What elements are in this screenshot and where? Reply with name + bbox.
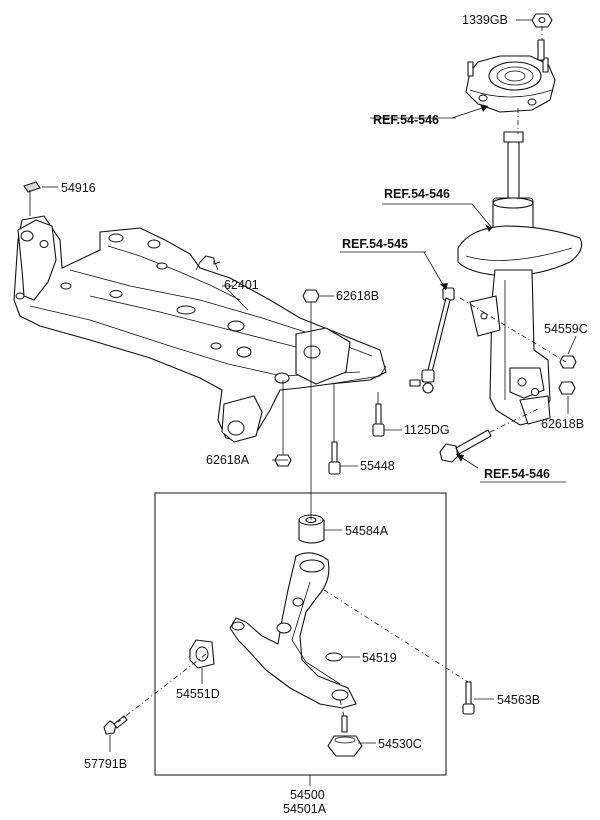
part-54916-icon <box>23 181 41 193</box>
label-54501a: 54501A <box>283 802 327 816</box>
label-54916: 54916 <box>61 181 96 195</box>
center-lines <box>117 26 567 723</box>
ref-strut-arrow-icon <box>485 224 492 232</box>
nut-62618b-top-icon <box>302 289 320 303</box>
ref-top-arrow-icon <box>480 104 488 112</box>
label-ref-link: REF.54-545 <box>342 237 408 251</box>
washer-54519-icon <box>325 652 343 662</box>
label-ref-strut: REF.54-546 <box>384 187 450 201</box>
label-54530c: 54530C <box>378 737 422 751</box>
ball-joint-54530c-icon <box>327 715 363 757</box>
label-ref-top: REF.54-546 <box>373 113 439 127</box>
leader-lines <box>29 19 577 786</box>
bolt-1125dg-icon <box>372 403 385 437</box>
bushing-54551d-icon <box>189 639 215 669</box>
ref-link-arrow-icon <box>440 283 448 290</box>
label-54519: 54519 <box>362 651 397 665</box>
label-54584a: 54584A <box>345 524 389 538</box>
label-ref-bolt: REF.54-546 <box>484 467 550 481</box>
label-54500: 54500 <box>290 788 325 802</box>
lower-control-arm <box>229 552 357 709</box>
stabilizer-link <box>409 287 455 394</box>
ref-bolt-arrow-icon <box>456 454 464 462</box>
label-1125dg: 1125DG <box>404 423 450 437</box>
part-labels: 1339GB REF.54-546 54916 REF.54-546 REF.5… <box>61 13 588 816</box>
nut-62618b-right-icon <box>558 381 576 395</box>
nut-62618a-icon <box>274 454 292 467</box>
lower-arm-assembly-box <box>154 492 447 776</box>
nut-54559c-icon <box>559 355 577 369</box>
bushing-54584a-icon <box>298 514 325 544</box>
label-62618b-right: 62618B <box>541 417 584 431</box>
label-57791b: 57791B <box>84 757 127 771</box>
bolt-55448-icon <box>328 441 341 475</box>
label-54551d: 54551D <box>176 687 220 701</box>
bolt-54563b-icon <box>462 681 475 715</box>
label-62618b-top: 62618B <box>336 289 379 303</box>
strut-assembly <box>439 131 583 463</box>
strut-bolt-icon <box>439 429 492 463</box>
label-54559c: 54559C <box>544 322 588 336</box>
label-55448: 55448 <box>360 459 395 473</box>
label-62618a: 62618A <box>206 453 250 467</box>
bolt-57791b-icon <box>103 715 128 735</box>
label-62401: 62401 <box>224 278 259 292</box>
crossmember-62401 <box>13 181 387 443</box>
label-1339gb: 1339GB <box>462 13 508 27</box>
label-54563b: 54563B <box>497 693 540 707</box>
